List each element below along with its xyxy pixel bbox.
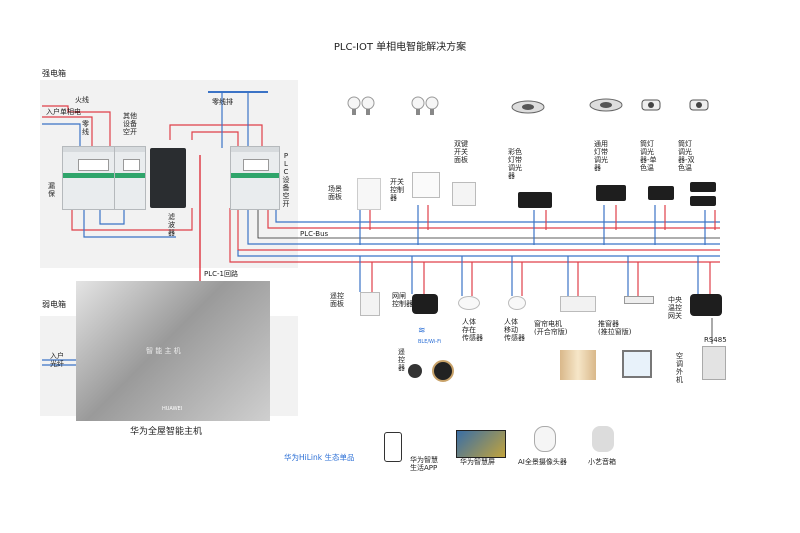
live-label: 火线	[75, 96, 89, 104]
plc-switch-label: PLC设备空开	[282, 152, 290, 208]
filter-device	[150, 148, 186, 208]
double-key-panel-icon	[452, 182, 476, 206]
window-opener-icon	[624, 296, 654, 304]
speaker-icon	[592, 426, 614, 452]
leakage-out-neutral	[83, 208, 176, 238]
downlight-icon	[640, 96, 662, 114]
bulbs-icon	[346, 95, 376, 119]
ac-outdoor-label: 空 调 外 机	[676, 352, 683, 384]
other-device-breaker	[114, 146, 146, 210]
color-dimmer-icon	[518, 192, 552, 208]
live-wire	[42, 105, 111, 148]
leakage-breaker	[62, 146, 122, 210]
bottom-device-label: 推窗器 (推拉窗版)	[598, 320, 632, 336]
plc-loop-label: PLC-1回路	[204, 270, 238, 278]
leakage-label: 漏 保	[48, 182, 55, 198]
rs485-label: RS485	[704, 336, 727, 344]
ecosystem-item-label: 华为智慧屏	[460, 458, 495, 466]
top-device-label: 彩色 灯带 调光 器	[508, 148, 522, 180]
ecosystem-item-label: AI全景摄像头器	[518, 458, 567, 466]
universal-dimmer-icon	[596, 185, 626, 201]
weak-box-label: 弱电箱	[42, 300, 66, 309]
top-device-label: 开关 控制 器	[390, 178, 404, 202]
remote-panel-icon	[360, 292, 380, 316]
host-name: 华为全屋智能主机	[130, 427, 203, 437]
phone-app-icon	[384, 432, 402, 462]
switch-out	[99, 208, 125, 225]
bus-label: PLC-Bus	[300, 230, 329, 238]
ecosystem-item-label: 小艺音箱	[588, 458, 616, 466]
led-strip-icon	[510, 99, 546, 114]
bottom-device-label: 中央 温控 网关	[668, 296, 682, 320]
motion-sensor-icon	[508, 296, 526, 310]
top-device-label: 双键 开关 面板	[454, 140, 468, 164]
bottom-device-label: 网闸 控制器	[392, 292, 413, 308]
ecosystem-item-label: 华为智慧 生活APP	[410, 456, 438, 472]
top-device-label: 筒灯 调光 器-双 色温	[678, 140, 695, 172]
hvac-gateway-icon	[690, 294, 722, 316]
camera-icon	[534, 426, 556, 452]
to-plc-switch-red	[191, 131, 239, 148]
strong-box-label: 强电箱	[42, 69, 66, 78]
diagram-title: PLC-IOT 单相电智能解决方案	[333, 42, 467, 53]
neutral-bar-label: 零线排	[212, 98, 233, 106]
bottom-device-label: 人体 移动 传感器	[504, 318, 525, 342]
knob-remote-icon	[432, 360, 454, 382]
smart-host: 智 能 主 机 HUAWEI	[76, 281, 270, 421]
bottom-device-label: 遥控 面板	[330, 292, 344, 308]
host-screen-text: 智 能 主 机	[146, 347, 181, 355]
fiber-label: 入户 光纤	[50, 352, 64, 368]
host-brand: HUAWEI	[162, 406, 183, 412]
other-switch-label: 其他 设备 空开	[123, 112, 137, 136]
filter-label: 滤 波 器	[168, 213, 175, 237]
bulbs-icon	[410, 95, 440, 119]
bottom-device-label: 人体 存在 传感器	[462, 318, 483, 342]
switch-controller-icon	[412, 172, 440, 198]
top-device-label: 通用 灯带 调光 器	[594, 140, 608, 172]
presence-sensor-icon	[458, 296, 480, 310]
to-plc-switch-red2	[169, 124, 263, 148]
leakage-out-live	[71, 208, 193, 231]
downlight-dimmer-dual-icon	[690, 182, 716, 192]
gateway-controller-icon	[412, 294, 438, 314]
bluetooth-label: BLE/Wi-Fi	[418, 339, 441, 345]
curtain-motor-icon	[560, 296, 596, 312]
wifi-icon: ≋	[418, 326, 426, 336]
scene-panel-icon	[357, 178, 381, 210]
incoming-label: 入户单相电	[46, 108, 81, 116]
window-photo	[622, 350, 652, 378]
plc-device-breaker	[230, 146, 280, 210]
downlight-dimmer-dual-icon	[690, 196, 716, 206]
ecosystem-heading: 华为HiLink 生态单品	[284, 453, 355, 462]
top-device-label: 场景 面板	[328, 185, 342, 201]
led-strip-icon	[588, 97, 624, 112]
neutral-wire-in	[42, 123, 81, 148]
downlight-dimmer-single-icon	[648, 186, 674, 200]
remote-icon	[408, 364, 422, 378]
downlight-icon	[688, 96, 710, 114]
bottom-device-label: 窗帘电机 (开合帘版)	[534, 320, 568, 336]
smart-screen-icon	[456, 430, 506, 458]
ac-outdoor-unit-icon	[702, 346, 726, 380]
remote-label: 遥 控 器	[398, 348, 405, 372]
top-device-label: 筒灯 调光 器-单 色温	[640, 140, 657, 172]
incoming-wire	[42, 116, 93, 148]
neutral-label: 零 线	[82, 120, 89, 136]
curtain-photo	[560, 350, 596, 380]
